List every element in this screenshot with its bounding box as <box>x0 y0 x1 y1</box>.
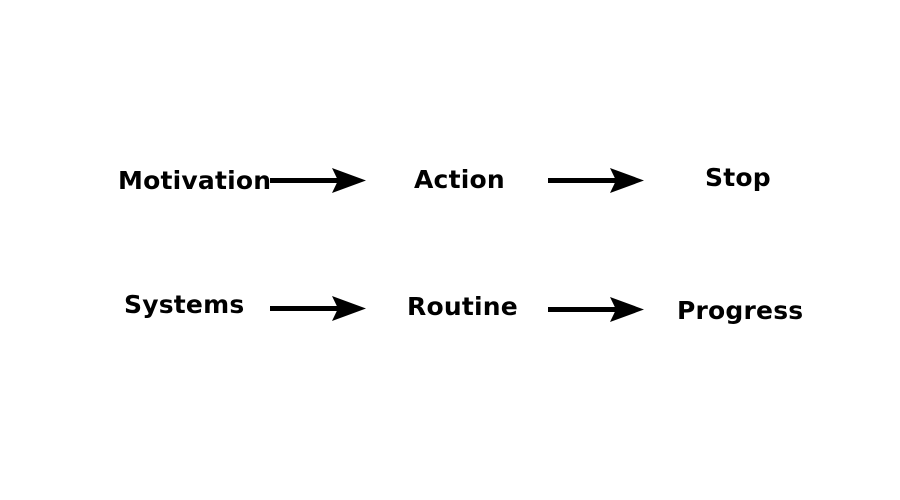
right-arrow-icon <box>548 295 644 325</box>
step-routine: Routine <box>407 292 518 321</box>
right-arrow-icon <box>548 166 644 196</box>
right-arrow-icon <box>270 166 366 196</box>
step-progress: Progress <box>677 296 804 325</box>
step-action: Action <box>414 165 505 194</box>
step-systems: Systems <box>124 290 245 319</box>
step-stop: Stop <box>705 163 771 192</box>
step-motivation: Motivation <box>118 166 272 195</box>
right-arrow-icon <box>270 294 366 324</box>
